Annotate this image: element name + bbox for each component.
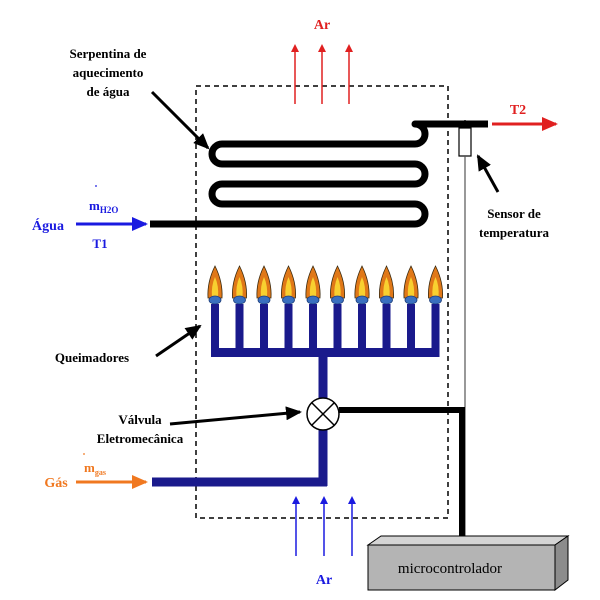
flame-icon: [427, 265, 444, 305]
burner-pipe: [309, 304, 317, 352]
gas-flow-dot: [83, 453, 85, 455]
burner-pipe: [333, 304, 342, 352]
coil-label-line3: de água: [87, 84, 130, 99]
air-in-arrows: [292, 496, 356, 556]
burner-pipe: [358, 304, 366, 352]
burner-manifold: [211, 304, 440, 357]
coil-label-line2: aquecimento: [73, 65, 144, 80]
flame-icon: [256, 265, 272, 305]
burners-label: Queimadores: [55, 350, 129, 365]
burner-pipe: [284, 304, 293, 352]
valve-pointer-arrow: [169, 406, 302, 426]
flame-icon: [207, 265, 223, 305]
sensor-label-line1: Sensor de: [487, 206, 541, 221]
water-flow-dot: [95, 185, 97, 187]
flame-icon: [403, 265, 419, 305]
burner-pipe: [211, 304, 219, 352]
gas-flow-label: mgas: [84, 460, 106, 477]
valve-x-icon: [306, 397, 340, 431]
burner-pipe: [260, 304, 268, 352]
flame-icon: [231, 265, 248, 305]
heating-coil: [150, 120, 488, 228]
gas-label: Gás: [44, 476, 68, 491]
burners-pointer-arrow: [155, 324, 202, 358]
burner-pipe: [431, 304, 440, 352]
valve-label-line2: Eletromecânica: [97, 431, 184, 446]
air-out-arrows: [291, 44, 353, 104]
flame-icon: [280, 265, 297, 305]
flame-icon: [329, 265, 346, 305]
burner-manifold-bar: [211, 348, 440, 357]
valve-label-line1: Válvula: [118, 412, 162, 427]
burner-flames: [207, 265, 444, 305]
air-bottom-label: Ar: [316, 573, 332, 588]
outlet-temp-label: T2: [510, 103, 526, 118]
sensor-pointer-arrow: [476, 154, 500, 193]
burner-pipe: [235, 304, 244, 352]
water-label: Água: [32, 217, 64, 234]
water-temp-label: T1: [92, 236, 107, 251]
water-flow-label: mH2O: [89, 198, 118, 215]
air-top-label: Ar: [314, 18, 330, 33]
burner-pipe: [407, 304, 415, 352]
coil-pointer-arrow: [150, 90, 210, 150]
flame-icon: [378, 265, 395, 305]
burner-pipe: [382, 304, 391, 352]
microcontroller-box: [366, 535, 570, 592]
flame-icon: [354, 265, 370, 305]
valve-control-cable: [339, 407, 465, 540]
microcontroller-label: microcontrolador: [398, 561, 502, 577]
coil-label-line1: Serpentina de: [70, 46, 147, 61]
flame-icon: [305, 265, 321, 305]
sensor-label-line2: temperatura: [479, 225, 550, 240]
